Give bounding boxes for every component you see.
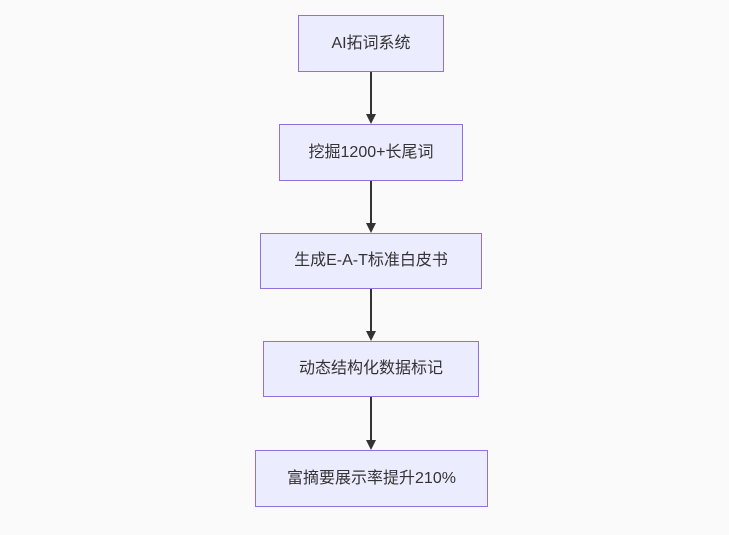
flow-node-longtail-mining: 挖掘1200+长尾词 (279, 124, 463, 181)
flow-node-label: 挖掘1200+长尾词 (308, 143, 434, 161)
arrow-c-to-d (366, 289, 376, 341)
flow-node-label: 富摘要展示率提升210% (287, 469, 456, 487)
arrow-b-to-c (366, 181, 376, 233)
flow-node-label: AI拓词系统 (331, 34, 411, 52)
flow-node-label: 动态结构化数据标记 (298, 360, 443, 377)
flow-node-rich-snippet-result: 富摘要展示率提升210% (255, 450, 488, 507)
arrow-a-to-b (366, 72, 376, 124)
flow-node-structured-data: 动态结构化数据标记 (263, 341, 479, 397)
flow-node-ai-word-system: AI拓词系统 (298, 15, 444, 72)
flow-node-eat-whitepaper: 生成E-A-T标准白皮书 (260, 233, 482, 289)
flow-node-label: 生成E-A-T标准白皮书 (294, 252, 448, 269)
arrow-d-to-e (366, 397, 376, 450)
